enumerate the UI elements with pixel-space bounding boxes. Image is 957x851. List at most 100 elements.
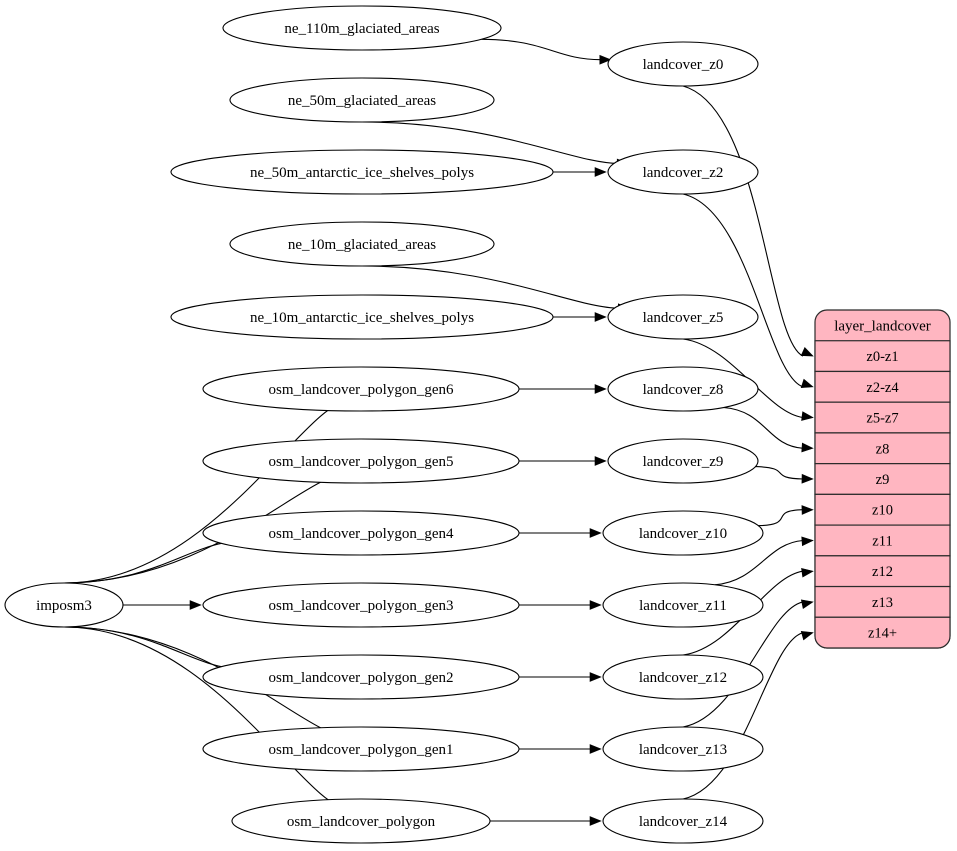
graph-node-landcover_z10[interactable]: landcover_z10	[602, 510, 764, 556]
node-ellipse	[231, 798, 491, 844]
table-row[interactable]: z0-z1	[814, 340, 951, 373]
graph-node-osm_landcover_polygon_gen1[interactable]: osm_landcover_polygon_gen1	[202, 726, 520, 772]
graph-node-osm_landcover_polygon_gen3[interactable]: osm_landcover_polygon_gen3	[202, 582, 520, 628]
graph-edge	[552, 167, 607, 177]
layer-landcover-table[interactable]: layer_landcover z0-z1 z2-z4 z5-z7 z8 z9 z10 z11…	[814, 309, 951, 649]
edge-path	[63, 541, 238, 584]
graph-node-imposm3[interactable]: imposm3	[4, 582, 124, 628]
graph-node-landcover_z0[interactable]: landcover_z0	[607, 41, 759, 87]
node-label: landcover_z11	[639, 598, 727, 614]
graph-node-landcover_z12[interactable]: landcover_z12	[602, 654, 764, 700]
table-cell-label: z8	[876, 441, 890, 457]
graph-node-landcover_z13[interactable]: landcover_z13	[602, 726, 764, 772]
node-label: landcover_z0	[643, 57, 724, 73]
table-cell-shape	[814, 585, 951, 618]
table-header-label: layer_landcover	[834, 318, 931, 334]
node-label: osm_landcover_polygon_gen3	[269, 598, 454, 614]
node-ellipse	[607, 366, 759, 412]
node-label: osm_landcover_polygon_gen4	[269, 526, 454, 542]
edge-arrowhead	[189, 600, 202, 610]
table-cell-shape	[814, 493, 951, 526]
graph-node-osm_landcover_polygon_gen2[interactable]: osm_landcover_polygon_gen2	[202, 654, 520, 700]
node-ellipse	[222, 5, 502, 51]
node-ellipse	[607, 149, 759, 195]
edge-arrowhead	[589, 528, 602, 538]
table-cell-shape	[814, 340, 951, 373]
graph-edge	[682, 85, 814, 357]
table-row[interactable]: z8	[814, 432, 951, 465]
node-ellipse	[229, 77, 495, 123]
graph-node-landcover_z2[interactable]: landcover_z2	[607, 149, 759, 195]
edge-arrowhead	[594, 167, 607, 177]
table-row[interactable]: z11	[814, 524, 951, 557]
node-ellipse	[607, 438, 759, 484]
edge-arrowhead	[801, 567, 814, 578]
graph-node-ne_110m_glaciated_areas[interactable]: ne_110m_glaciated_areas	[222, 5, 502, 51]
graph-edge	[519, 600, 602, 610]
table-row[interactable]: z9	[814, 463, 951, 495]
edge-path	[481, 38, 601, 61]
graph-edge	[519, 456, 607, 466]
table-row[interactable]: z10	[814, 493, 951, 526]
edge-path	[361, 265, 620, 309]
edge-path	[682, 85, 804, 357]
node-label: landcover_z2	[643, 165, 724, 181]
graph-edge	[481, 38, 612, 65]
table-cell-label: z5-z7	[866, 411, 898, 427]
node-label: imposm3	[36, 598, 92, 614]
graph-node-osm_landcover_polygon_gen5[interactable]: osm_landcover_polygon_gen5	[202, 438, 520, 484]
table-cell-shape	[814, 616, 951, 649]
node-label: ne_10m_glaciated_areas	[288, 237, 436, 253]
edge-path	[714, 539, 804, 586]
edges-layer	[63, 38, 814, 826]
node-ellipse	[607, 41, 759, 87]
edge-path	[682, 193, 804, 388]
node-ellipse	[202, 582, 520, 628]
graph-node-landcover_z9[interactable]: landcover_z9	[607, 438, 759, 484]
table-cell-shape	[814, 370, 951, 403]
node-label: ne_50m_antarctic_ice_shelves_polys	[250, 165, 474, 181]
graph-node-landcover_z14[interactable]: landcover_z14	[602, 798, 764, 844]
node-ellipse	[202, 726, 520, 772]
graph-edge	[490, 816, 602, 826]
edge-path	[682, 601, 804, 728]
node-label: ne_50m_glaciated_areas	[288, 93, 436, 109]
edge-arrowhead	[594, 384, 607, 394]
table-cell-shape	[814, 555, 951, 588]
table-cell-label: z2-z4	[866, 380, 899, 396]
graph-edge	[63, 396, 360, 584]
edge-arrowhead	[594, 312, 607, 322]
graph-node-landcover_z5[interactable]: landcover_z5	[607, 294, 759, 340]
edge-arrowhead	[599, 54, 612, 65]
node-ellipse	[170, 149, 554, 195]
edge-arrowhead	[801, 411, 814, 421]
graph-node-landcover_z8[interactable]: landcover_z8	[607, 366, 759, 412]
node-ellipse	[202, 654, 520, 700]
graph-node-ne_50m_glaciated_areas[interactable]: ne_50m_glaciated_areas	[229, 77, 495, 123]
table-cell-label: z9	[876, 472, 890, 488]
table-row[interactable]: z13	[814, 585, 951, 618]
node-label: landcover_z14	[639, 814, 728, 830]
graph-node-osm_landcover_polygon[interactable]: osm_landcover_polygon	[231, 798, 491, 844]
edge-path	[723, 406, 804, 449]
table-cell-label: z11	[872, 533, 892, 549]
graph-node-ne_10m_glaciated_areas[interactable]: ne_10m_glaciated_areas	[229, 221, 495, 267]
graph-edge	[63, 626, 249, 674]
graph-node-ne_50m_antarctic_ice_shelves_polys[interactable]: ne_50m_antarctic_ice_shelves_polys	[170, 149, 554, 195]
graph-node-landcover_z11[interactable]: landcover_z11	[602, 582, 764, 628]
table-row[interactable]: z5-z7	[814, 401, 951, 434]
graph-node-osm_landcover_polygon_gen4[interactable]: osm_landcover_polygon_gen4	[202, 510, 520, 556]
table-row[interactable]: z2-z4	[814, 370, 951, 403]
graph-node-osm_landcover_polygon_gen6[interactable]: osm_landcover_polygon_gen6	[202, 366, 520, 412]
node-label: osm_landcover_polygon_gen6	[269, 382, 454, 398]
nodes-layer: landcover_z0 landcover_z2 landcover_z5land…	[4, 5, 764, 844]
node-ellipse	[202, 366, 520, 412]
edge-arrowhead	[594, 456, 607, 466]
node-ellipse	[202, 510, 520, 556]
node-label: landcover_z8	[643, 382, 724, 398]
graph-node-ne_10m_antarctic_ice_shelves_polys[interactable]: ne_10m_antarctic_ice_shelves_polys	[170, 294, 554, 340]
table-row[interactable]: z14+	[814, 616, 951, 649]
node-ellipse	[229, 221, 495, 267]
table-row[interactable]: z12	[814, 555, 951, 588]
